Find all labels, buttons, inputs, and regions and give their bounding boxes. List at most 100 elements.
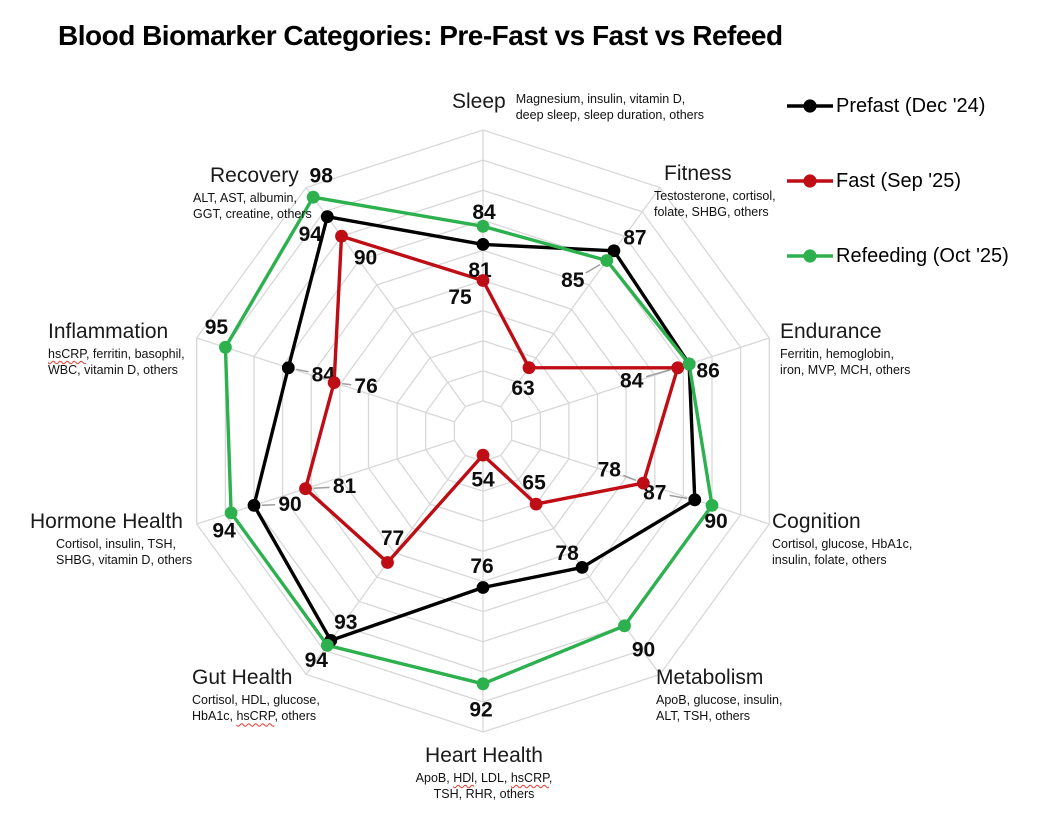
- data-point: [476, 448, 490, 462]
- legend-item-refeeding: Refeeding (Oct '25): [786, 242, 1009, 270]
- data-point-label: 84: [620, 369, 644, 392]
- data-point: [705, 499, 719, 512]
- data-point: [476, 219, 490, 233]
- category-description: Magnesium, insulin, vitamin D,deep sleep…: [515, 92, 705, 123]
- data-point: [335, 229, 348, 243]
- label-leader-line: [645, 369, 671, 378]
- series-polygon: [303, 234, 680, 565]
- data-point: [224, 506, 238, 520]
- label-leader-line: [296, 368, 309, 373]
- data-point-label: 81: [333, 475, 357, 498]
- page-title: Blood Biomarker Categories: Pre-Fast vs …: [58, 20, 783, 51]
- label-leader-line: [623, 474, 637, 481]
- misspelled-word: hsCRP: [510, 771, 549, 786]
- data-point-label: 54: [471, 469, 495, 492]
- legend-label: Prefast (Dec '24): [836, 94, 986, 117]
- category-label-metabolism: Metabolism ApoB, glucose, insulin,ALT, T…: [656, 666, 782, 725]
- category-title: Metabolism: [656, 666, 764, 689]
- data-point: [682, 357, 696, 371]
- legend-label: Fast (Sep '25): [836, 169, 961, 192]
- category-label-fitness: Fitness Testosterone, cortisol,folate, S…: [654, 162, 776, 221]
- category-title: Hormone Health: [30, 510, 183, 533]
- series-points-fast: 75 63 84 78 65 54 77 81 76 90: [299, 229, 685, 569]
- data-point: [671, 361, 685, 375]
- category-title: Cognition: [772, 510, 861, 533]
- category-label-recovery: Recovery ALT, AST, albumin,GGT, creatine…: [193, 164, 312, 223]
- data-point-label: 93: [334, 611, 357, 634]
- category-description: Cortisol, glucose, HbA1c,insulin, folate…: [772, 537, 913, 568]
- series-fast: [303, 234, 680, 565]
- data-point: [618, 619, 631, 633]
- data-point: [327, 376, 341, 389]
- data-point: [299, 482, 312, 496]
- chart-legend: Prefast (Dec '24) Fast (Sep '25) Refeedi…: [786, 92, 1009, 317]
- data-point-label: 63: [511, 377, 534, 400]
- data-point-label: 78: [598, 459, 622, 482]
- data-point-label: 94: [299, 223, 323, 246]
- data-point-label: 84: [472, 201, 496, 224]
- data-point: [219, 340, 232, 354]
- grid-spoke: [511, 337, 770, 423]
- data-point: [320, 210, 334, 224]
- data-point: [320, 638, 334, 652]
- misspelled-word: HDl: [453, 771, 475, 786]
- category-description: ApoB, HDl, LDL, hsCRP,TSH, RHR, others: [415, 771, 553, 802]
- data-point-label: 90: [354, 247, 377, 270]
- grid-spoke: [196, 337, 455, 423]
- data-point: [476, 677, 490, 691]
- data-point-label: 75: [448, 286, 472, 309]
- data-point-label: 98: [310, 165, 334, 188]
- data-point-label: 94: [212, 519, 236, 542]
- data-point-label: 85: [561, 269, 585, 292]
- category-description: Ferritin, hemoglobin,iron, MVP, MCH, oth…: [780, 347, 911, 378]
- data-point: [636, 476, 650, 490]
- data-point-label: 76: [354, 375, 377, 398]
- data-point-label: 95: [205, 316, 229, 339]
- data-point: [600, 254, 614, 267]
- data-point: [381, 556, 394, 569]
- data-point-label: 87: [623, 226, 646, 249]
- category-label-cognition: Cognition Cortisol, glucose, HbA1c,insul…: [772, 510, 912, 569]
- misspelled-word: hsCRP: [48, 347, 86, 362]
- category-description: hsCRP, ferritin, basophil,WBC, vitamin D…: [48, 347, 185, 378]
- category-label-hormone-health: Hormone Health Cortisol, insulin, TSH,SH…: [30, 510, 192, 569]
- data-point-label: 92: [469, 698, 492, 721]
- legend-marker-line-dot: [787, 174, 833, 188]
- category-description: Cortisol, insulin, TSH,SHBG, vitamin D, …: [56, 537, 193, 568]
- data-point: [688, 493, 702, 507]
- series-points-refeeding: 84 85 86 90 90 92 94 94 95 98: [205, 165, 728, 722]
- data-point-label: 86: [696, 360, 719, 383]
- data-point-label: 76: [470, 555, 493, 578]
- label-leader-line: [342, 382, 352, 386]
- grid-spoke: [196, 439, 455, 525]
- category-label-endurance: Endurance Ferritin, hemoglobin,iron, MVP…: [780, 320, 910, 379]
- category-title: Fitness: [664, 162, 732, 185]
- label-leader-line: [585, 263, 601, 274]
- data-point-label: 90: [704, 510, 727, 533]
- data-point: [575, 561, 589, 574]
- category-title: Gut Health: [192, 666, 293, 689]
- category-title: Inflammation: [48, 320, 169, 343]
- data-point-label: 78: [555, 542, 579, 565]
- grid-spoke: [305, 187, 466, 408]
- legend-item-fast: Fast (Sep '25): [786, 167, 1009, 195]
- category-description: ApoB, glucose, insulin,ALT, TSH, others: [656, 693, 783, 724]
- category-label-sleep: Sleep Magnesium, insulin, vitamin D,deep…: [452, 90, 704, 124]
- data-point-label: 77: [381, 527, 404, 550]
- category-label-inflammation: Inflammation hsCRP, ferritin, basophil,W…: [48, 320, 185, 379]
- category-title: Recovery: [210, 164, 299, 187]
- data-point-label: 90: [278, 493, 301, 516]
- data-point: [522, 361, 536, 375]
- data-point: [476, 274, 490, 287]
- category-description: ALT, AST, albumin,GGT, creatine, others: [193, 191, 312, 222]
- data-point: [476, 581, 490, 594]
- data-point-label: 65: [522, 472, 546, 495]
- data-point: [529, 497, 543, 511]
- data-point: [247, 499, 261, 512]
- data-point: [607, 244, 621, 258]
- category-description: Cortisol, HDL, glucose,HbA1c, hsCRP, oth…: [192, 693, 320, 724]
- data-point: [306, 190, 320, 204]
- label-leader-line: [313, 486, 330, 490]
